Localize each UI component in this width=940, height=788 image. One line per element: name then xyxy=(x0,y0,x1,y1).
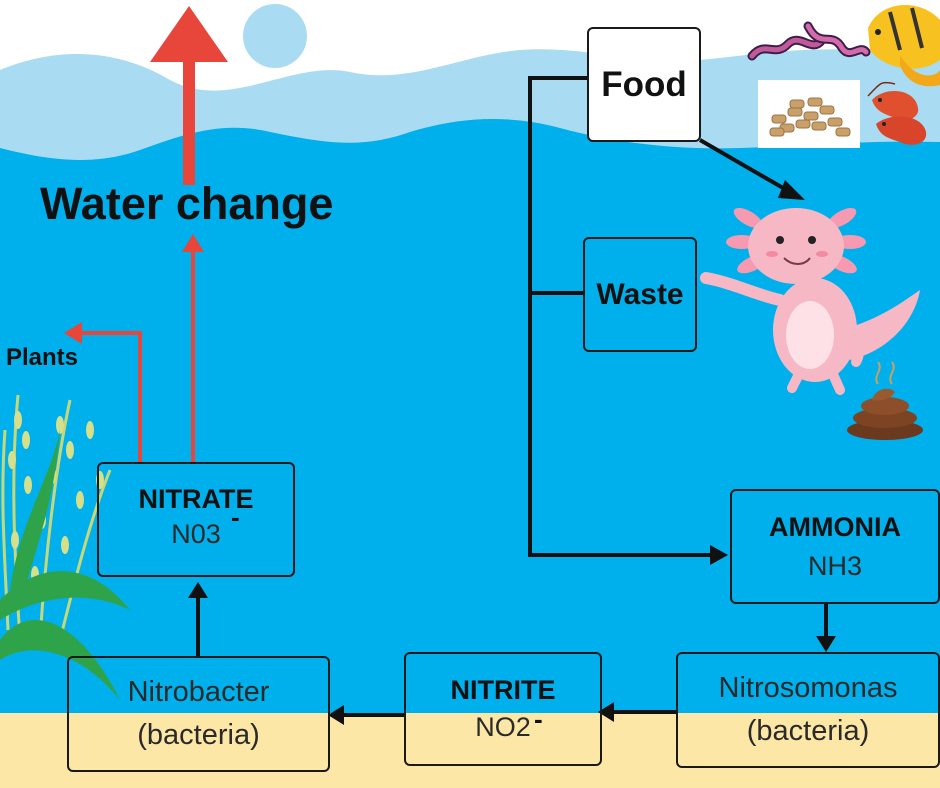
ammonia-name: AMMONIA xyxy=(769,511,901,542)
water xyxy=(0,119,940,788)
nitrite-name: NITRITE xyxy=(450,675,556,705)
food-box: Food xyxy=(587,27,701,142)
water-change-arrow xyxy=(150,6,228,185)
ammonia-to-nitrosomonas-arrow xyxy=(816,603,836,652)
food-waste-connector xyxy=(528,76,712,557)
nitrobacter-to-nitrate-arrow xyxy=(188,582,208,656)
nitrate-to-plants-arrow xyxy=(64,322,142,462)
plants-label: Plants xyxy=(6,344,79,371)
nitrobacter-name: Nitrobacter xyxy=(127,676,270,708)
nitrate-box: NITRATE N03 - xyxy=(97,462,295,577)
nitrite-formula: NO2 xyxy=(475,712,531,742)
plant-icon xyxy=(0,394,130,700)
water-change-label: Water change xyxy=(40,178,334,229)
nitrate-charge: - xyxy=(231,502,240,532)
fish-icon xyxy=(868,5,940,87)
sun-icon xyxy=(243,4,307,68)
food-label: Food xyxy=(601,64,687,104)
nitrite-box: NITRITE NO2 - xyxy=(404,652,602,766)
nitrobacter-box: Nitrobacter (bacteria) xyxy=(67,656,330,772)
food-to-axolotl-arrow xyxy=(698,138,805,200)
nitrate-name: NITRATE xyxy=(138,483,254,514)
nitrobacter-type: (bacteria) xyxy=(137,719,260,751)
sand xyxy=(0,713,940,788)
poop-icon xyxy=(847,361,923,440)
ammonia-box: AMMONIA NH3 xyxy=(730,489,940,604)
ammonia-formula: NH3 xyxy=(807,550,862,581)
waste-label: Waste xyxy=(596,277,684,311)
pellets-icon xyxy=(758,80,860,148)
nitrate-to-water-change-arrow xyxy=(182,234,204,462)
connector-arrowhead xyxy=(710,545,728,565)
waste-box: Waste xyxy=(583,237,697,352)
nitrite-charge: - xyxy=(534,704,543,734)
nitrosomonas-box: Nitrosomonas (bacteria) xyxy=(676,652,940,768)
nitrate-formula: N03 xyxy=(171,518,221,549)
axolotl-icon xyxy=(700,207,920,395)
shrimp-icon xyxy=(867,81,927,145)
nitrosomonas-type: (bacteria) xyxy=(746,715,870,747)
nitrite-to-nitrobacter-arrow xyxy=(328,705,404,725)
worms-icon xyxy=(747,21,871,61)
nitrosomonas-name: Nitrosomonas xyxy=(718,672,898,704)
nitrosomonas-to-nitrite-arrow xyxy=(598,702,676,722)
